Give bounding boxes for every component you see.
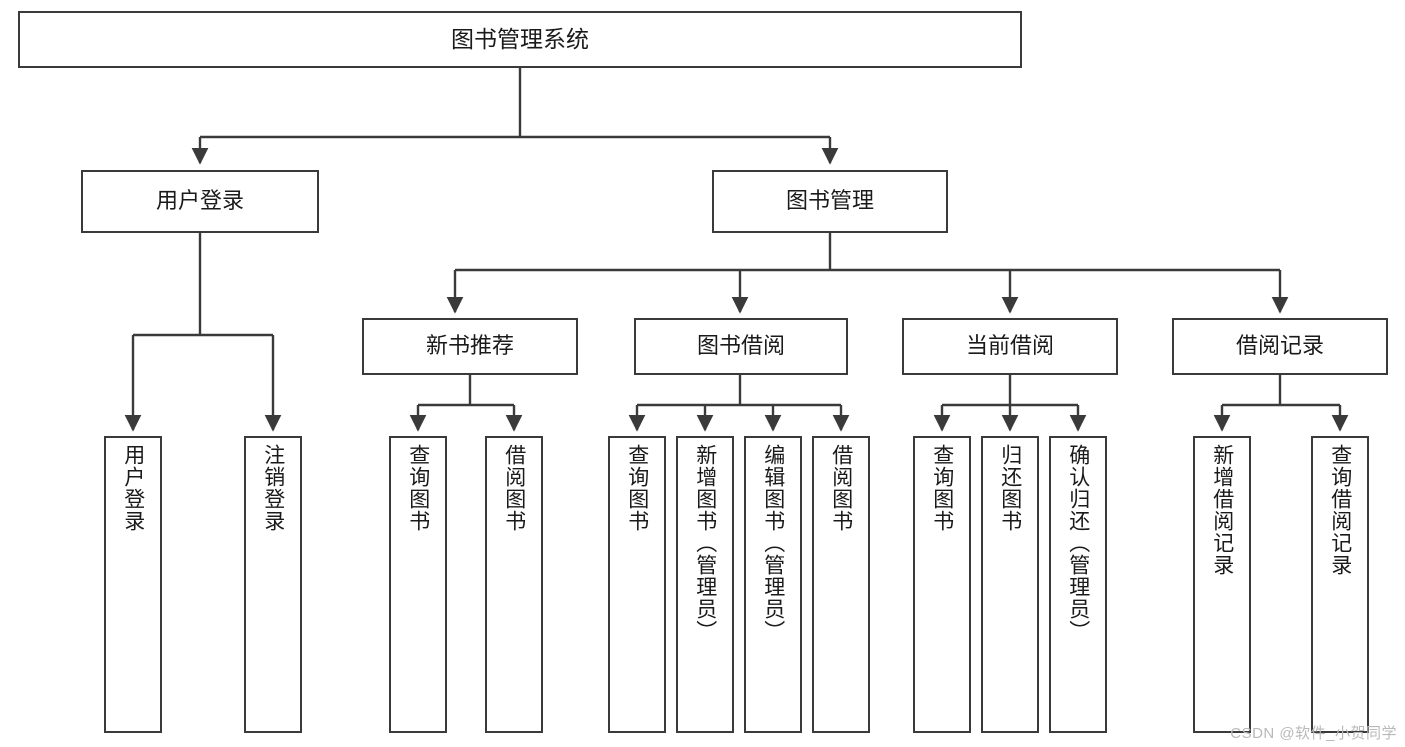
leaf-borrow-borrow-book[interactable]: 借阅图书 (812, 436, 870, 733)
node-current-borrow[interactable]: 当前借阅 (902, 318, 1118, 375)
node-current-borrow-label: 当前借阅 (965, 333, 1054, 359)
leaf-new-books-query-label: 查询图书 (406, 444, 430, 532)
leaf-borrow-edit-book[interactable]: 编辑图书（管理员） (744, 436, 802, 733)
leaf-current-return-book-label: 归还图书 (998, 444, 1022, 532)
node-new-book-recommend[interactable]: 新书推荐 (362, 318, 578, 375)
node-book-borrow[interactable]: 图书借阅 (634, 318, 848, 375)
leaf-borrow-query-book-label: 查询图书 (625, 444, 649, 532)
node-user-login-label: 用户登录 (155, 188, 244, 214)
csdn-watermark: CSDN @软件_小贺同学 (1230, 725, 1397, 742)
node-book-management[interactable]: 图书管理 (712, 170, 948, 233)
leaf-new-books-borrow-label: 借阅图书 (502, 444, 526, 532)
leaf-records-query-record-label: 查询借阅记录 (1328, 444, 1352, 576)
leaf-records-query-record[interactable]: 查询借阅记录 (1311, 436, 1369, 733)
leaf-borrow-edit-book-label: 编辑图书（管理员） (761, 444, 785, 642)
leaf-new-books-borrow[interactable]: 借阅图书 (485, 436, 543, 733)
node-borrow-records-label: 借阅记录 (1235, 333, 1324, 359)
leaf-user-login-signin[interactable]: 用户登录 (104, 436, 162, 733)
node-user-login[interactable]: 用户登录 (81, 170, 319, 233)
leaf-user-login-signin-label: 用户登录 (121, 444, 145, 532)
leaf-records-add-record[interactable]: 新增借阅记录 (1193, 436, 1251, 733)
leaf-current-return-book[interactable]: 归还图书 (981, 436, 1039, 733)
node-new-book-recommend-label: 新书推荐 (425, 333, 514, 359)
node-borrow-records[interactable]: 借阅记录 (1172, 318, 1388, 375)
leaf-user-login-signout-label: 注销登录 (261, 444, 285, 532)
node-book-management-label: 图书管理 (785, 188, 874, 214)
node-root-system[interactable]: 图书管理系统 (18, 11, 1022, 68)
leaf-current-query-book[interactable]: 查询图书 (913, 436, 971, 733)
leaf-borrow-query-book[interactable]: 查询图书 (608, 436, 666, 733)
node-root-system-label: 图书管理系统 (451, 25, 589, 52)
leaf-borrow-add-book[interactable]: 新增图书（管理员） (676, 436, 734, 733)
leaf-records-add-record-label: 新增借阅记录 (1210, 444, 1234, 576)
node-book-borrow-label: 图书借阅 (696, 333, 785, 359)
leaf-borrow-borrow-book-label: 借阅图书 (829, 444, 853, 532)
leaf-borrow-add-book-label: 新增图书（管理员） (693, 444, 717, 642)
leaf-current-confirm-return[interactable]: 确认归还（管理员） (1049, 436, 1107, 733)
leaf-new-books-query[interactable]: 查询图书 (389, 436, 447, 733)
leaf-user-login-signout[interactable]: 注销登录 (244, 436, 302, 733)
leaf-current-confirm-return-label: 确认归还（管理员） (1066, 444, 1090, 642)
leaf-current-query-book-label: 查询图书 (930, 444, 954, 532)
